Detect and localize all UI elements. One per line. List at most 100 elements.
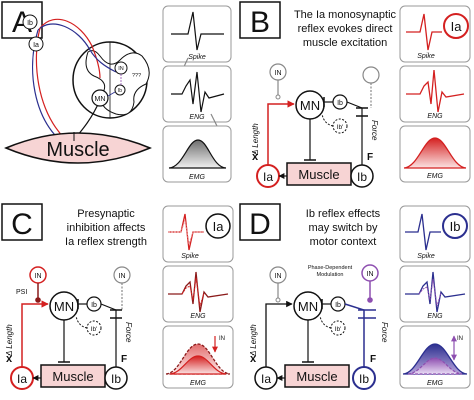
trace-emg-b — [403, 137, 467, 169]
ib-prime-link-c — [75, 315, 88, 329]
in1-synapse-d — [275, 297, 281, 303]
in1-label-c: IN — [35, 273, 42, 280]
ib-inner-label-a: Ib — [118, 88, 122, 94]
trace-spike-c-reduced — [168, 219, 204, 245]
ia-neuron-a — [28, 36, 44, 52]
in2-synapse-d — [367, 297, 373, 303]
ib-afferent-d — [352, 366, 376, 390]
panel-d: D Ib reflex effects may switch by motor … — [239, 203, 471, 390]
in-synapse-b — [275, 94, 281, 100]
ib-prime-label-b: Ib' — [337, 124, 344, 131]
trace-eng-c-reduced — [181, 277, 205, 307]
in-label-b: IN — [275, 70, 282, 77]
ib-afferent-c — [104, 366, 128, 390]
panel-d-letter-box — [239, 203, 281, 241]
mn-label-d: MN — [298, 299, 318, 314]
ib-to-mn-a — [107, 91, 116, 97]
panel-c-title-1: Presynaptic — [77, 208, 135, 220]
panel-c-letter-box — [1, 203, 43, 241]
in-arrow-label-c: IN — [219, 336, 225, 342]
trace-label-emg-d: EMG — [427, 380, 444, 387]
ib-prime-link-d — [319, 315, 332, 329]
panel-b-letter: B — [250, 6, 270, 39]
trace-spike-b — [406, 13, 442, 51]
qmarks-label-a: ??? — [132, 73, 141, 79]
trace-label-eng-a: ENG — [189, 114, 205, 121]
trace-emg-c-inner — [169, 355, 227, 375]
trace-emg-a — [168, 139, 227, 169]
panel-d-letter: D — [249, 208, 271, 241]
ib-prime-label-c: Ib' — [91, 326, 98, 333]
panel-d-title-1: Ib reflex effects — [306, 208, 381, 220]
f-label-c: F — [121, 354, 127, 365]
ib-pathway-b — [346, 101, 363, 168]
panel-b-title-2: reflex evokes direct — [298, 23, 393, 35]
ib-pathway-c — [100, 303, 117, 368]
muscle-d — [284, 364, 350, 388]
ib-prime-link-b — [321, 113, 334, 127]
ia-label-c: Ia — [17, 372, 27, 386]
length-label-c: Δ Length — [5, 324, 14, 357]
ib-inter-a — [114, 84, 126, 96]
muscle-label-d: Muscle — [296, 369, 337, 384]
ib-label-a: Ib — [27, 20, 33, 27]
trace-label-eng-b: ENG — [427, 113, 443, 120]
ib-neuron-a — [22, 14, 38, 30]
force-label-d: Force — [380, 322, 389, 343]
panel-c-title-2: inhibition affects — [67, 222, 146, 234]
panel-c-title-3: Ia reflex strength — [65, 236, 147, 248]
trace-label-emg-b: EMG — [427, 173, 444, 180]
ia-pathway-c — [21, 300, 49, 376]
trace-label-emg-c: EMG — [190, 380, 207, 387]
force-label-b: Force — [370, 120, 379, 141]
trace-label-eng-d: ENG — [427, 313, 443, 320]
trace-box-eng-b — [399, 65, 471, 123]
badge-circle-d — [442, 213, 468, 239]
in1-label-d: IN — [275, 273, 282, 280]
panel-d-title-2: may switch by — [308, 222, 378, 234]
force-label-c: Force — [124, 322, 133, 343]
muscle-label-a: Muscle — [46, 139, 109, 161]
panel-c-letter: C — [11, 208, 33, 241]
trace-label-eng-c: ENG — [190, 313, 206, 320]
ib-label-b: Ib — [357, 170, 367, 184]
xdot-label-c: ẋ — [6, 353, 13, 365]
xdot-label-d: ẋ — [250, 353, 257, 365]
mn-label-b: MN — [300, 98, 320, 113]
panel-a-letter: A — [12, 6, 32, 39]
psi-label-c: PSI — [16, 289, 27, 296]
trace-label-spike-d: Spike — [417, 253, 435, 260]
panel-b-title-3: muscle excitation — [303, 37, 387, 49]
panel-c: C Presynaptic inhibition affects Ia refl… — [1, 203, 234, 390]
ib-label-d: Ib — [359, 372, 369, 386]
trace-spike-d — [405, 213, 441, 251]
in2-neuron-b — [362, 66, 380, 84]
badge-circle-b — [443, 13, 469, 39]
ib-prime-label-d: Ib' — [335, 326, 342, 333]
psi-synapse-c — [35, 297, 41, 303]
panel-a: A Ib Ia IN ??? MN Ib Muscle Spike — [1, 1, 232, 183]
mn-label-c: MN — [54, 299, 74, 314]
ib-pathway-d — [344, 303, 365, 368]
panel-b: B The Ia monosynaptic reflex evokes dire… — [239, 1, 471, 188]
trace-box-spike-a — [162, 5, 232, 63]
ia-label-a: Ia — [33, 42, 39, 49]
badge-label-b: Ia — [451, 19, 463, 34]
xdot-label-b: ẋ — [252, 151, 259, 163]
ia-pathway-d — [265, 300, 293, 376]
trace-label-spike-a: Spike — [188, 54, 206, 61]
ia-label-d: Ia — [261, 372, 271, 386]
badge-label-c: Ia — [213, 219, 225, 234]
ia-afferent-fiber — [39, 18, 101, 79]
length-label-d: Δ Length — [249, 324, 258, 357]
trace-label-spike-c: Spike — [181, 253, 199, 260]
ia-label-b: Ia — [263, 170, 273, 184]
trace-box-eng-a — [162, 65, 232, 123]
in2-label-c: IN — [119, 273, 126, 280]
ia-pathway-b — [267, 100, 295, 176]
trace-eng-b — [406, 69, 465, 113]
trace-label-emg-a: EMG — [189, 174, 206, 181]
trace-eng-c — [168, 271, 229, 313]
ib-afferent-b — [350, 164, 374, 188]
trace-spike-a — [171, 11, 224, 51]
